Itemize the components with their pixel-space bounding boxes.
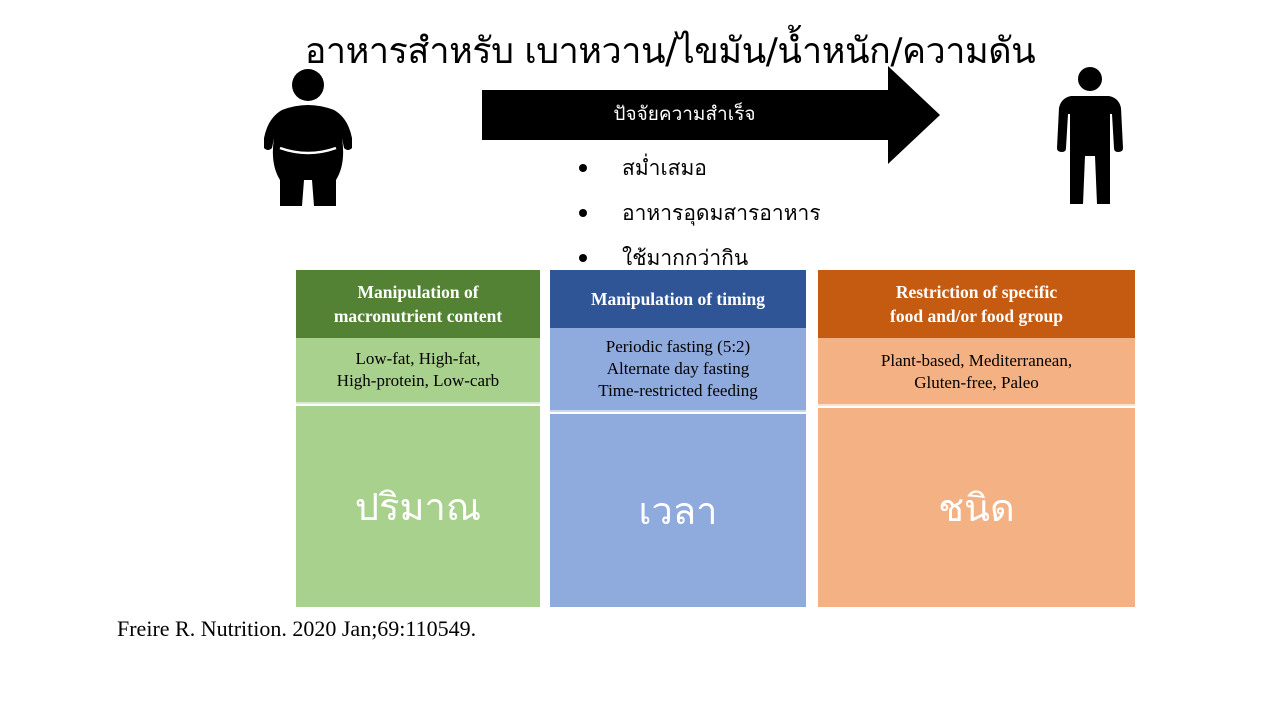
list-item: สม่ำเสมอ (576, 150, 821, 195)
detail-line: Time-restricted feeding (598, 381, 758, 400)
column-detail: Plant-based, Mediterranean, Gluten-free, … (818, 338, 1135, 406)
bullet-icon (579, 209, 587, 217)
header-line: macronutrient content (333, 306, 503, 326)
header-line: Restriction of specific (895, 282, 1058, 302)
slide-title: อาหารสำหรับ เบาหวาน/ไขมัน/น้ำหนัก/ความดั… (304, 31, 1036, 72)
column-label: ชนิด (818, 408, 1135, 607)
detail-line: Low-fat, High-fat, (355, 349, 481, 368)
bullet-icon (579, 254, 587, 262)
column-type: Restriction of specific food and/or food … (818, 270, 1135, 607)
detail-line: Periodic fasting (5:2) (605, 337, 751, 356)
right-arrow-icon (482, 66, 940, 164)
factor-text: ใช้มากกว่ากิน (622, 246, 749, 270)
column-amount: Manipulation of macronutrient content Low… (296, 270, 540, 607)
detail-line: High-protein, Low-carb (336, 371, 500, 390)
list-item: ใช้มากกว่ากิน (576, 240, 821, 285)
header-line: Manipulation of timing (590, 289, 766, 309)
bullet-icon (579, 164, 587, 172)
detail-line: Plant-based, Mediterranean, (880, 351, 1073, 370)
list-item: อาหารอุดมสารอาหาร (576, 195, 821, 240)
column-header: Manipulation of macronutrient content (296, 270, 540, 338)
factor-text: อาหารอุดมสารอาหาร (622, 201, 821, 225)
detail-line: Alternate day fasting (606, 359, 750, 378)
arrow-label: ปัจจัยความสำเร็จ (613, 103, 756, 125)
column-detail: Low-fat, High-fat, High-protein, Low-carb (296, 338, 540, 404)
column-header: Restriction of specific food and/or food … (818, 270, 1135, 338)
column-detail: Periodic fasting (5:2) Alternate day fast… (550, 328, 806, 412)
overweight-person-icon (262, 68, 354, 206)
column-label: ปริมาณ (296, 406, 540, 607)
header-line: Manipulation of (357, 282, 479, 302)
column-label: เวลา (550, 414, 806, 607)
slim-person-icon (1055, 66, 1125, 206)
factor-text: สม่ำเสมอ (622, 156, 707, 180)
citation: Freire R. Nutrition. 2020 Jan;69:110549. (117, 616, 477, 641)
success-factor-list: สม่ำเสมอ อาหารอุดมสารอาหาร ใช้มากกว่ากิน (576, 150, 821, 285)
success-factors-arrow: ปัจจัยความสำเร็จ (482, 66, 942, 164)
column-time: Manipulation of timing Periodic fasting … (550, 270, 806, 607)
column-header: Manipulation of timing (550, 270, 806, 328)
header-line: food and/or food group (890, 306, 1063, 326)
detail-line: Gluten-free, Paleo (914, 373, 1039, 392)
